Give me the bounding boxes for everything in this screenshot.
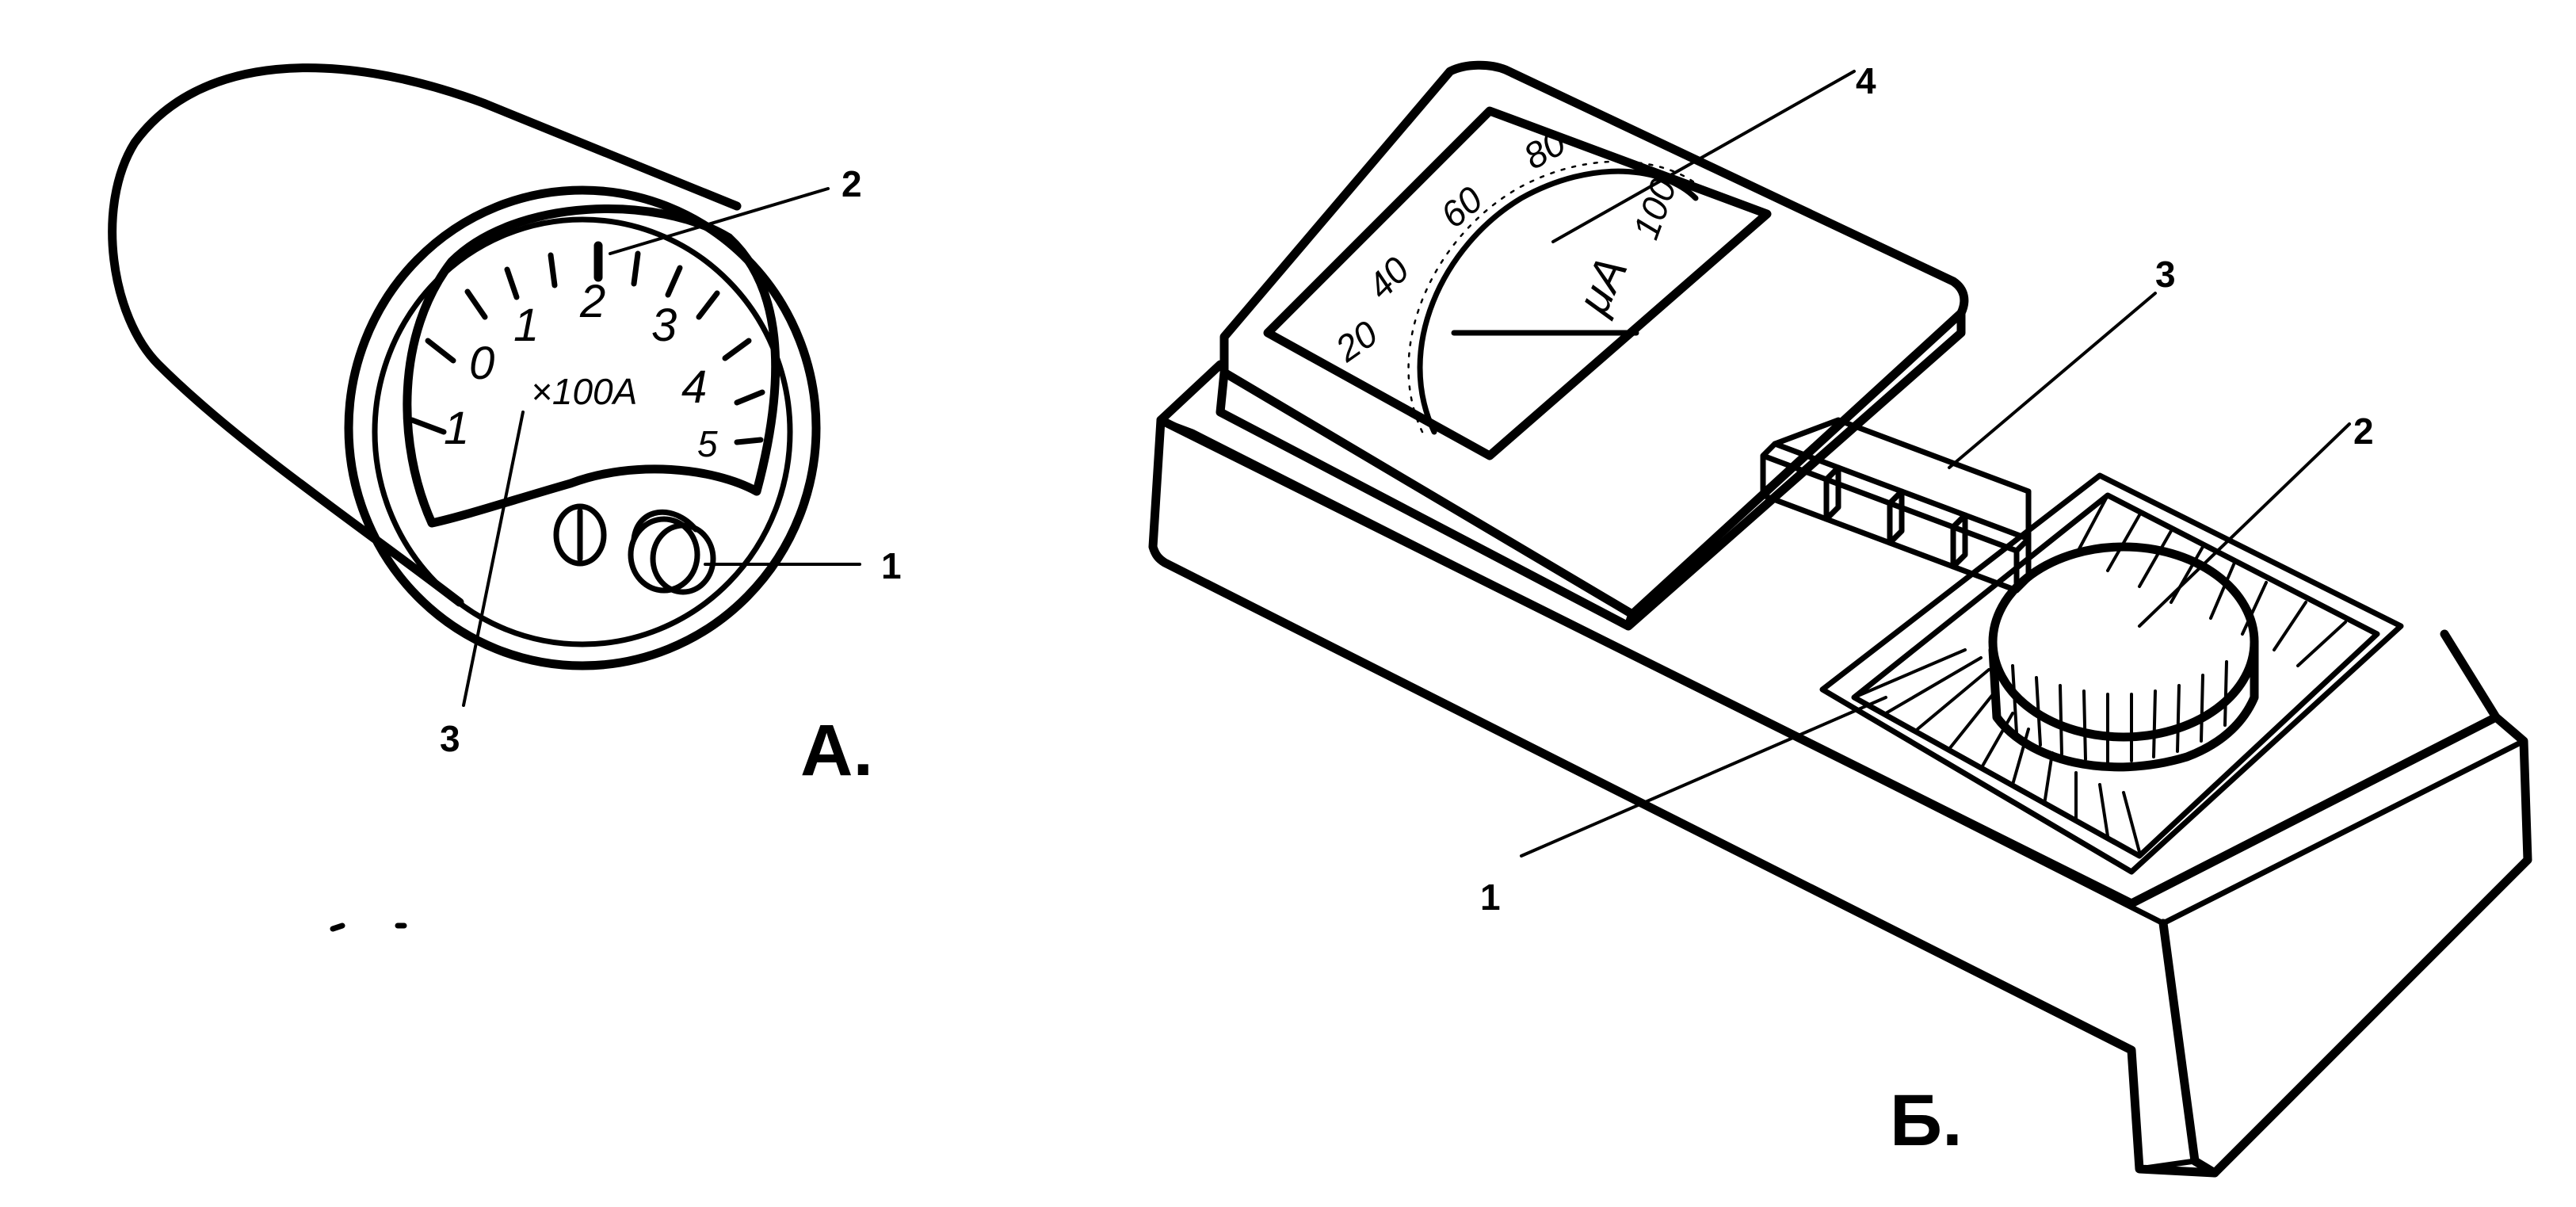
panel-a-label: А. <box>800 710 873 791</box>
stray-mark <box>330 922 407 932</box>
panel-a-ammeter: 1 0 1 2 3 4 5 ×100A 1 2 3 А. <box>108 63 902 932</box>
device-base-front <box>1148 415 2219 1178</box>
ammeter-knob <box>628 509 716 595</box>
callout-number: 2 <box>841 163 862 204</box>
panel-b-label: Б. <box>1890 1080 1963 1161</box>
zero-adjust-screw <box>553 503 607 567</box>
callout-number: 2 <box>2353 411 2374 452</box>
ammeter-scale-number: 1 <box>444 403 469 454</box>
push-button-row <box>1760 417 2032 594</box>
ammeter-unit-label: ×100A <box>531 371 637 412</box>
callout-leader-3b <box>1948 292 2157 469</box>
meter-scale-number: 40 <box>1359 249 1417 307</box>
ammeter-scale-number: 5 <box>697 423 718 464</box>
dial-knob <box>1988 542 2259 772</box>
callout-number: 3 <box>2155 254 2176 295</box>
meter-window <box>1263 106 1772 460</box>
ammeter-scale-number: 0 <box>469 338 494 389</box>
ammeter-scale-number: 4 <box>681 361 707 413</box>
knob-recess-shading <box>1853 494 2347 854</box>
panel-b-microammeter: 20 40 60 80 100 μA 1 2 3 <box>1148 60 2532 1178</box>
callout-leader-2b <box>2138 422 2351 628</box>
device-base-bevel <box>1158 417 2527 926</box>
callout-leader-4 <box>1551 70 1856 243</box>
ammeter-scale-number: 1 <box>513 300 539 351</box>
device-base-right <box>2158 712 2532 1178</box>
knob-recess-outer <box>1819 472 2404 875</box>
meter-scale-ticks <box>1407 160 1705 434</box>
ammeter-dial-window <box>403 204 780 528</box>
meter-unit-label: μA <box>1567 249 1638 323</box>
callout-number: 1 <box>881 545 902 586</box>
meter-scale-number: 20 <box>1327 312 1385 370</box>
ammeter-scale-ticks <box>409 241 765 445</box>
meter-housing-front <box>1215 308 1966 631</box>
callout-leader-3 <box>462 411 525 707</box>
ammeter-scale-number: 3 <box>651 300 677 351</box>
callout-number: 1 <box>1480 877 1501 918</box>
callout-number: 4 <box>1856 60 1876 101</box>
ammeter-face-outer <box>344 185 821 670</box>
callout-number: 3 <box>440 718 460 759</box>
callout-leader-2 <box>609 187 830 255</box>
device-base-top <box>1156 360 2501 908</box>
ammeter-face-rim <box>372 216 793 647</box>
meter-scale-arc <box>1417 168 1699 435</box>
callout-leader-1b <box>1520 696 1887 858</box>
ammeter-scale-number: 2 <box>579 276 605 327</box>
